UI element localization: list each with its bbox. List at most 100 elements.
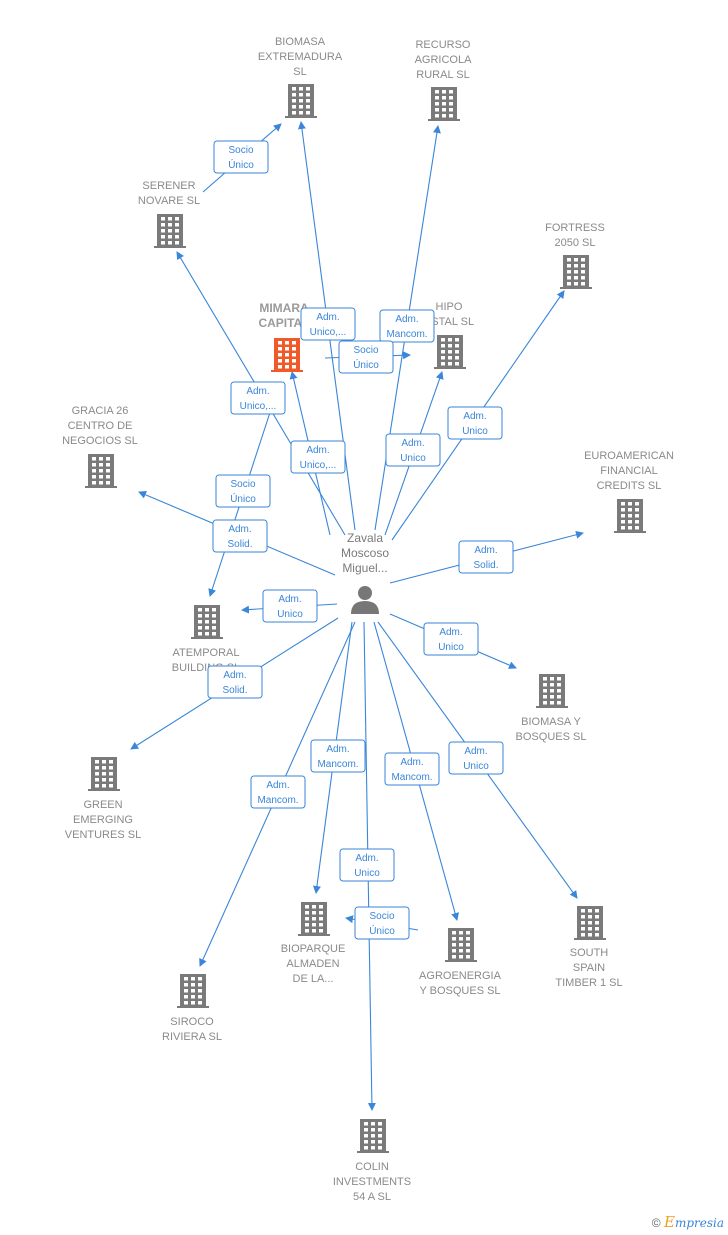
company-name-line: ATEMPORAL xyxy=(172,647,239,659)
company-name-line: EXTREMADURA xyxy=(258,51,343,63)
relation-tag[interactable]: Adm.Mancom. xyxy=(310,739,366,773)
company-name-line: 54 A SL xyxy=(353,1191,391,1203)
relation-tag-label: Adm. xyxy=(246,386,269,397)
company-node-gracia26[interactable]: GRACIA 26 CENTRO DE NEGOCIOS SL xyxy=(62,405,138,488)
company-name-line: HIPO xyxy=(436,301,463,313)
building-icon xyxy=(614,499,646,533)
building-icon xyxy=(445,928,477,962)
relation-tag[interactable]: Adm.Solid. xyxy=(212,519,268,553)
company-node-agroenergia[interactable]: AGROENERGIA Y BOSQUES SL xyxy=(419,928,502,997)
company-name-line: SPAIN xyxy=(573,962,605,974)
relation-tag[interactable]: Adm.Unico,... xyxy=(300,307,356,341)
relation-tag-label: Adm. xyxy=(464,746,487,757)
building-icon xyxy=(191,605,223,639)
relation-tag-label: Adm. xyxy=(439,627,462,638)
relation-tag[interactable]: Adm. Unico xyxy=(339,848,395,882)
relation-tag[interactable]: Adm.Unico xyxy=(262,589,318,623)
person-icon xyxy=(351,586,379,614)
relation-tag[interactable]: Adm.Mancom. xyxy=(379,309,435,343)
relation-tag-label: Adm. xyxy=(400,757,423,768)
company-name-line: TIMBER 1 SL xyxy=(555,977,622,989)
building-icon xyxy=(285,84,317,118)
relation-tag[interactable]: Adm. Unico,... xyxy=(230,381,286,415)
relation-tag-label: Solid. xyxy=(473,560,498,571)
company-name-line: CAPITAL xyxy=(258,316,309,330)
relation-tag-label: Socio xyxy=(353,345,378,356)
company-name-line: DE LA... xyxy=(293,973,334,985)
relation-tag[interactable]: Adm.Mancom. xyxy=(250,775,306,809)
company-name-line: RURAL SL xyxy=(416,69,469,81)
company-name-line: VENTURES SL xyxy=(65,829,141,841)
relation-tag[interactable]: Adm. Unico xyxy=(385,433,441,467)
company-node-recurso_agricola[interactable]: RECURSO AGRICOLA RURAL SL xyxy=(415,39,473,121)
building-icon xyxy=(560,255,592,289)
relation-tag-label: Adm. xyxy=(316,312,339,323)
relation-tag-label: Único xyxy=(369,924,395,937)
company-name-line: ALMADEN xyxy=(286,958,339,970)
company-name-line: NEGOCIOS SL xyxy=(62,435,138,447)
relation-tag-label: Unico,... xyxy=(240,401,277,412)
relation-tag-label: Adm. xyxy=(228,524,251,535)
company-node-biomasa_extremadura[interactable]: BIOMASA EXTREMADURA SL xyxy=(258,36,343,118)
relation-tag[interactable]: Adm.Unico,... xyxy=(290,440,346,474)
relation-tag-label: Unico xyxy=(462,426,488,437)
person-node[interactable]: ZavalaMoscosoMiguel... xyxy=(341,531,389,614)
company-name-line: RECURSO xyxy=(415,39,470,51)
company-name-line: Y BOSQUES SL xyxy=(419,985,500,997)
person-name-line: Miguel... xyxy=(342,561,387,575)
company-name-line: CENTRO DE xyxy=(68,420,133,432)
company-name-line: 2050 SL xyxy=(555,237,596,249)
company-name-line: EMERGING xyxy=(73,814,133,826)
relation-tag-label: Adm. xyxy=(355,853,378,864)
relation-tag[interactable]: Adm.Unico xyxy=(423,622,479,656)
relation-tag-label: Unico xyxy=(463,761,489,772)
building-icon xyxy=(357,1119,389,1153)
building-icon xyxy=(154,214,186,248)
company-name-line: FORTRESS xyxy=(545,222,605,234)
brand-logo-e: E xyxy=(663,1213,675,1231)
relation-tag-label: Solid. xyxy=(222,685,247,696)
company-name-line: AGRICOLA xyxy=(415,54,473,66)
relation-tag[interactable]: Adm.Solid. xyxy=(207,665,263,699)
company-name-line: MIMARA xyxy=(259,301,309,315)
relation-tag-label: Adm. xyxy=(463,411,486,422)
relation-tag-label: Adm. xyxy=(401,438,424,449)
company-name-line: COLIN xyxy=(355,1161,389,1173)
company-name-line: SIROCO xyxy=(170,1016,214,1028)
relation-tag[interactable]: Adm.Mancom. xyxy=(384,752,440,786)
relation-tag[interactable]: Adm.Solid. xyxy=(458,540,514,574)
relation-tag[interactable]: Adm. Unico xyxy=(447,406,503,440)
relation-tag-label: Unico xyxy=(354,868,380,879)
building-icon xyxy=(177,974,209,1008)
person-name-line: Moscoso xyxy=(341,546,389,560)
company-name-line: GRACIA 26 xyxy=(72,405,129,417)
relation-tag-label: Unico xyxy=(400,453,426,464)
relation-tag-label: Socio xyxy=(230,479,255,490)
relation-tag-label: Unico,... xyxy=(300,460,337,471)
company-name-line: NOVARE SL xyxy=(138,195,200,207)
company-name-line: AGROENERGIA xyxy=(419,970,502,982)
footer-brand: © Empresia xyxy=(652,1213,724,1231)
company-name-line: SL xyxy=(293,66,306,78)
relation-tag[interactable]: Adm. Unico xyxy=(448,741,504,775)
building-icon xyxy=(574,906,606,940)
company-name-line: FINANCIAL xyxy=(600,465,657,477)
company-node-fortress[interactable]: FORTRESS 2050 SL xyxy=(545,222,605,289)
company-name-line: BIOMASA xyxy=(275,36,326,48)
